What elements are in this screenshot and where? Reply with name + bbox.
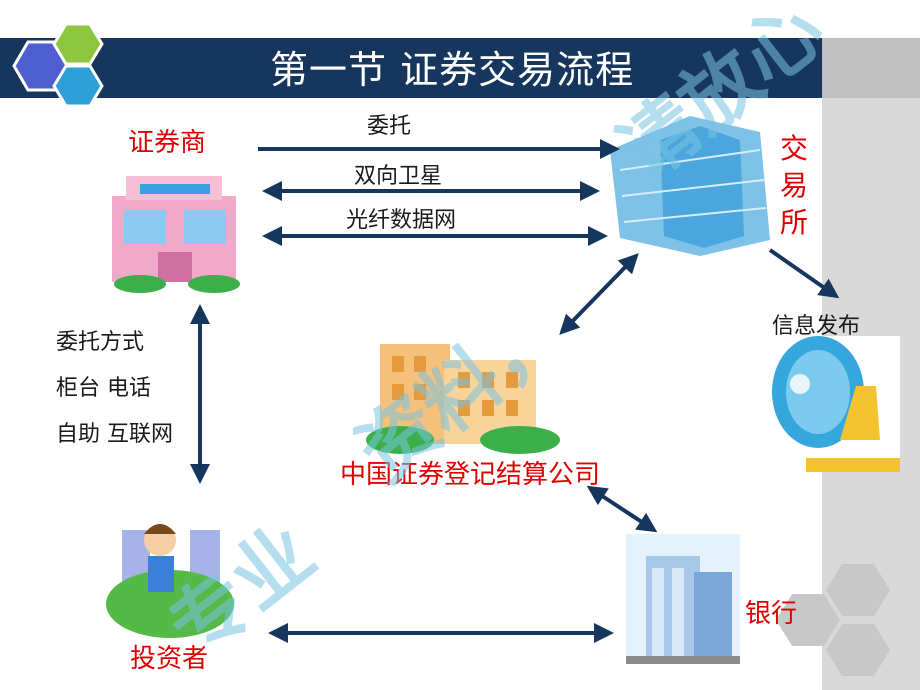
- bank-building-illustration: [626, 534, 740, 664]
- investor-illustration: [106, 524, 234, 638]
- arrow-exchange-info: [768, 248, 840, 299]
- broker-label: 证券商: [128, 128, 207, 158]
- satellite-dish-illustration: [770, 336, 900, 472]
- hex-cyan: [52, 64, 104, 108]
- title-bar-tab: [822, 38, 920, 98]
- fiber-label: 光纤数据网: [346, 208, 457, 233]
- logo-hexagons: [12, 22, 104, 108]
- arrows: [190, 139, 840, 643]
- satellite-label: 双向卫星: [354, 164, 443, 189]
- arrow-clearing-bank: [586, 485, 658, 533]
- methods-line-1: 柜台 电话: [56, 376, 151, 401]
- investor-label: 投资者: [130, 644, 209, 674]
- methods-heading: 委托方式: [56, 330, 145, 355]
- arrow-exchange-clearing: [559, 253, 639, 335]
- title-bar: [0, 38, 822, 98]
- bank-label: 银行: [745, 599, 798, 629]
- page-title: 第一节 证券交易流程: [270, 48, 635, 92]
- clearing-building-illustration: [366, 344, 560, 454]
- decor-hexagons: [776, 564, 890, 676]
- hex-green: [52, 22, 104, 66]
- exchange-building-illustration: [610, 116, 770, 256]
- exchange-label: 交易所: [780, 132, 809, 239]
- methods-line-2: 自助 互联网: [56, 422, 173, 447]
- entrust-label: 委托: [367, 114, 412, 139]
- info-label: 信息发布: [772, 314, 861, 339]
- clearing-label: 中国证券登记结算公司: [340, 460, 601, 490]
- broker-building-illustration: [112, 176, 240, 293]
